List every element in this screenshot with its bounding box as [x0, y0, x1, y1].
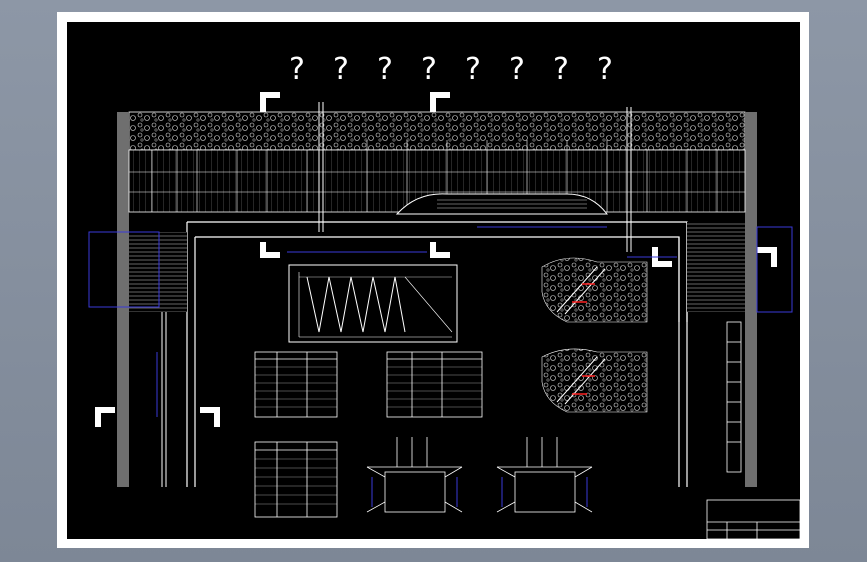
title-question-mark: ? — [377, 52, 393, 87]
title-question-mark: ? — [597, 52, 613, 87]
conveyor-belt — [437, 198, 587, 210]
rock-overburden — [128, 111, 746, 151]
drawing-sheet: ???????? — [57, 12, 809, 548]
pipes — [161, 102, 632, 487]
title-question-mark: ? — [333, 52, 349, 87]
title-question-mark: ? — [421, 52, 437, 87]
table-right — [386, 351, 483, 418]
table-rows — [255, 366, 482, 505]
cross-section-right — [496, 437, 593, 513]
cad-drawing: ???????? — [67, 22, 800, 539]
table-left — [254, 351, 338, 418]
title-question-mark: ? — [289, 52, 305, 87]
roadway-outline — [186, 221, 688, 487]
title-question-mark: ? — [509, 52, 525, 87]
detail-view-top — [541, 257, 648, 323]
cross-section-dims — [371, 477, 588, 507]
title-question-mark: ? — [465, 52, 481, 87]
detail-view-middle — [541, 348, 648, 413]
title-question-mark: ? — [553, 52, 569, 87]
table-bottom — [254, 441, 338, 518]
title-block — [706, 499, 800, 539]
cross-section-left — [366, 437, 463, 513]
right-wall — [745, 112, 757, 487]
panel-lines — [129, 140, 745, 212]
dimension-lines — [88, 226, 793, 417]
left-hatch-block — [129, 232, 187, 312]
right-column-detail — [726, 321, 742, 473]
profile-graph — [288, 264, 458, 343]
left-wall — [117, 112, 129, 487]
right-hatch-block — [687, 222, 745, 312]
bracket-symbols — [95, 92, 777, 427]
title-question-marks: ???????? — [289, 52, 613, 87]
